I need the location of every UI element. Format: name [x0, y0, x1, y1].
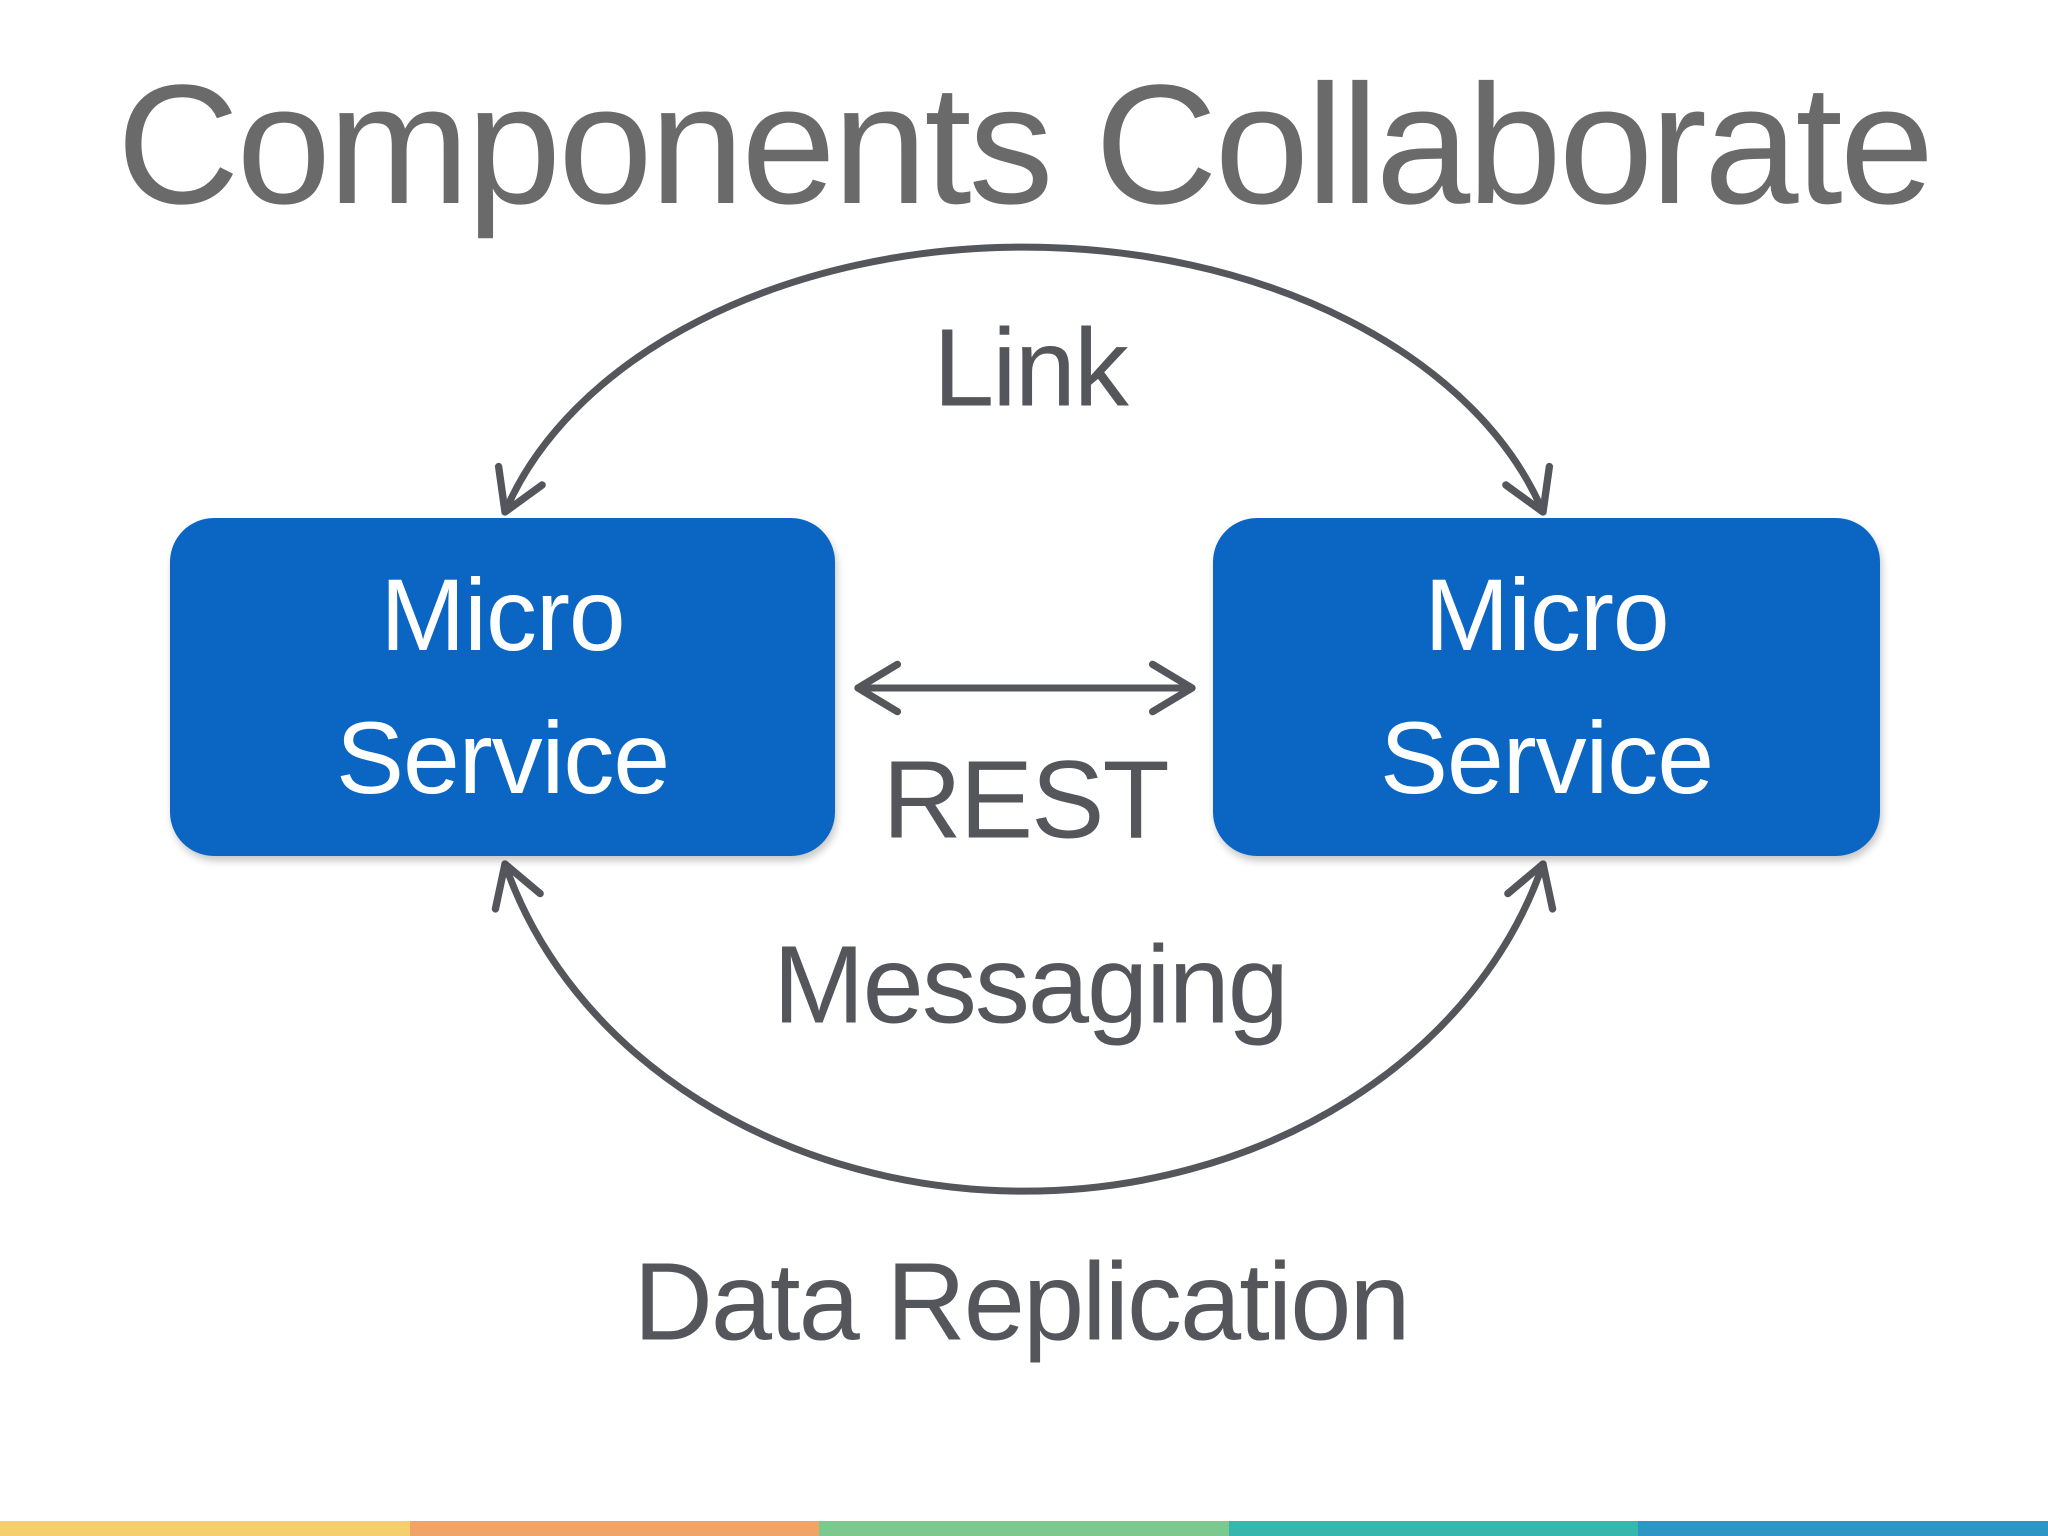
micro-service-left-label-line1: Micro [380, 558, 625, 673]
stripe-segment-green [819, 1521, 1229, 1536]
micro-service-node-left: Micro Service [170, 518, 835, 856]
messaging-label: Messaging [773, 923, 1289, 1047]
micro-service-right-label-line1: Micro [1424, 558, 1669, 673]
link-arc-arrow [495, 243, 1553, 516]
stripe-segment-orange [409, 1521, 820, 1536]
footer-color-stripe [0, 1521, 2048, 1536]
messaging-arc-arrow [491, 860, 1557, 1195]
micro-service-right-label-line2: Service [1379, 701, 1714, 815]
data-replication-label: Data Replication [633, 1240, 1410, 1364]
slide-title: Components Collaborate [116, 50, 1935, 240]
stripe-segment-yellow [0, 1521, 410, 1536]
link-label: Link [933, 306, 1129, 430]
stripe-segment-teal [1228, 1521, 1639, 1536]
rest-label: REST [882, 738, 1169, 862]
micro-service-left-label-line2: Service [335, 701, 670, 815]
stripe-segment-blue [1638, 1521, 2048, 1536]
micro-service-node-right: Micro Service [1213, 518, 1880, 856]
